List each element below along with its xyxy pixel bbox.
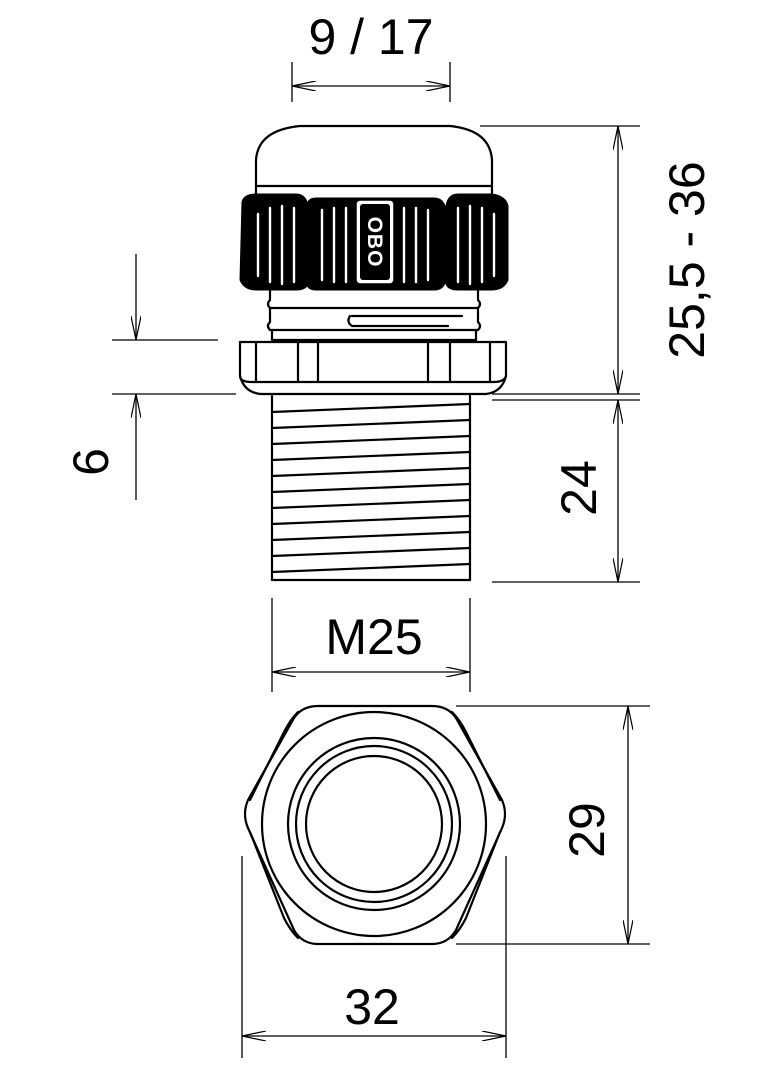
dim-body-height: 25,5 - 36 [659, 161, 715, 358]
dimension-lines [112, 62, 650, 1058]
body-hex-flange [238, 340, 508, 396]
dim-across-flats: 29 [559, 802, 615, 858]
gland-top-view [243, 704, 507, 946]
seal-insert [266, 288, 482, 342]
dim-seal-range: 9 / 17 [308, 9, 433, 65]
gland-side-view: OBO [238, 124, 509, 582]
dim-thread-size: M25 [325, 609, 422, 665]
hex-outline [243, 704, 507, 946]
threaded-shank [270, 394, 472, 582]
dim-flange-thickness: 6 [63, 448, 119, 476]
brand-mark: OBO [363, 217, 386, 268]
dim-across-corners: 32 [344, 979, 400, 1035]
nut-outer-ring [260, 710, 488, 938]
dome-cap [254, 124, 494, 198]
seal-bore-ring [294, 744, 454, 904]
clamping-nut: OBO [239, 193, 509, 291]
dim-thread-length: 24 [551, 460, 607, 516]
